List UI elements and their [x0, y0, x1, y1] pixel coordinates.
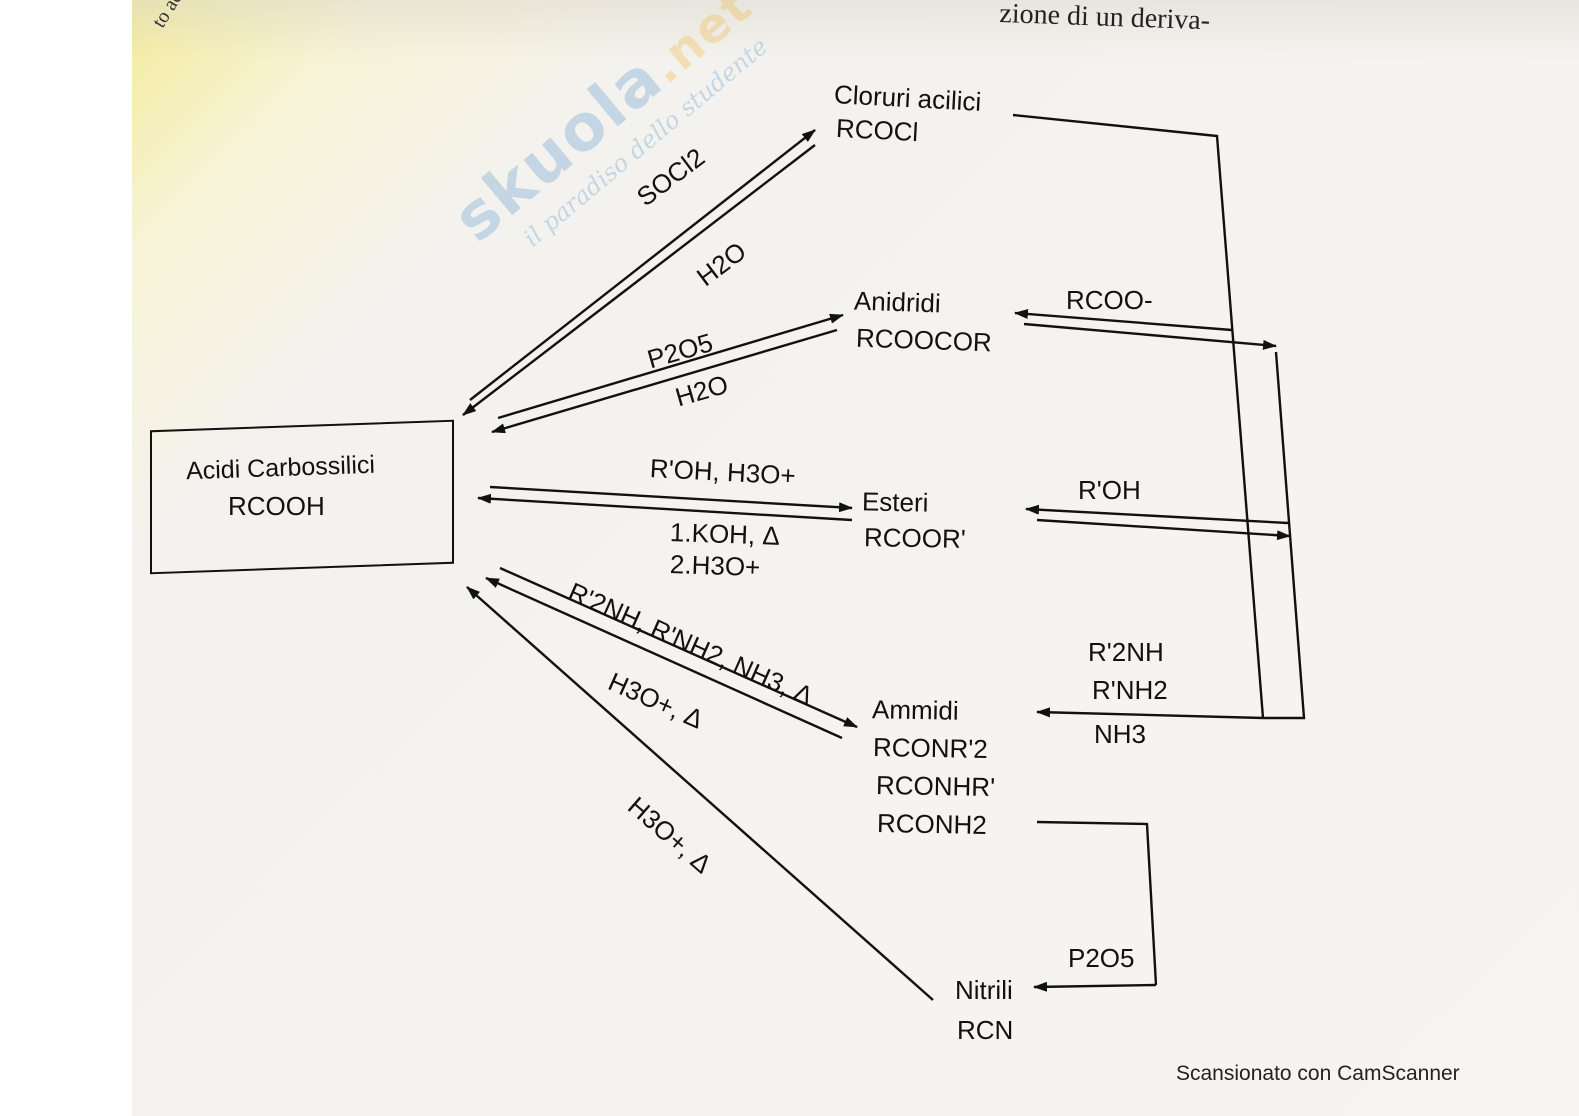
scanner-footer: Scansionato con CamScanner: [1176, 1062, 1460, 1085]
node-esteri-formula: RCOOR': [863, 522, 967, 554]
node-acidi-formula: RCOOH: [228, 491, 325, 521]
reagent-roh-right: R'OH: [1078, 475, 1141, 505]
node-cloruri-formula: RCOCl: [835, 112, 920, 148]
arrow-ammidi-to-acid: [485, 576, 843, 740]
node-anidridi-title: Anidridi: [853, 285, 942, 319]
arrow-amines-to-ammidi: [1036, 707, 1264, 720]
reagent-rnh2: R'NH2: [1092, 675, 1168, 705]
arrow-acid-to-anidridi: [497, 313, 844, 420]
reagent-nh3: NH3: [1094, 719, 1147, 749]
node-nitrili-formula: RCN: [957, 1015, 1014, 1045]
arrow-esteri-to-acid: [477, 493, 853, 522]
node-ammidi-title: Ammidi: [871, 694, 959, 726]
page-shadow: [132, 0, 1579, 60]
node-acidi-title: Acidi Carbossilici: [185, 450, 376, 486]
connector-ammidi-nitrili: [1036, 820, 1158, 986]
arrow-p2o5-to-nitrili: [1033, 981, 1157, 992]
arrow-nitrili-to-acid: [466, 586, 934, 1001]
node-ammidi-formula-1: RCONR'2: [872, 732, 989, 764]
node-esteri-title: Esteri: [861, 486, 929, 518]
reagent-h3o-esteri: 2.H3O+: [669, 549, 761, 583]
reagent-rcoo: RCOO-: [1066, 285, 1153, 315]
arrow-anidridi-to-acid: [491, 328, 838, 434]
node-anidridi-formula: RCOOCOR: [855, 322, 993, 358]
scan-margin: [0, 0, 132, 1116]
arrow-cloruri-to-acid: [462, 144, 816, 416]
node-nitrili-title: Nitrili: [955, 975, 1013, 1005]
reagent-roh-h3o: R'OH, H3O+: [649, 453, 797, 491]
arrow-acid-to-ammidi: [499, 566, 858, 729]
arrow-esteri-to-right: [1036, 518, 1291, 541]
node-ammidi-formula-2: RCONHR': [875, 769, 996, 803]
node-ammidi-formula-3: RCONH2: [876, 808, 988, 840]
arrow-acid-to-cloruri: [469, 129, 816, 401]
connector-anidridi-right: [1263, 351, 1306, 720]
arrow-roh-to-esteri: [1025, 504, 1289, 525]
reagent-p2o5-nitrili: P2O5: [1068, 943, 1135, 973]
connector-cloruri: [1012, 113, 1265, 719]
arrow-anidridi-to-right: [1023, 322, 1277, 350]
reagent-r2nh: R'2NH: [1088, 637, 1164, 667]
arrow-rcoo-to-anidridi: [1014, 309, 1233, 332]
arrow-acid-to-esteri: [489, 485, 853, 513]
